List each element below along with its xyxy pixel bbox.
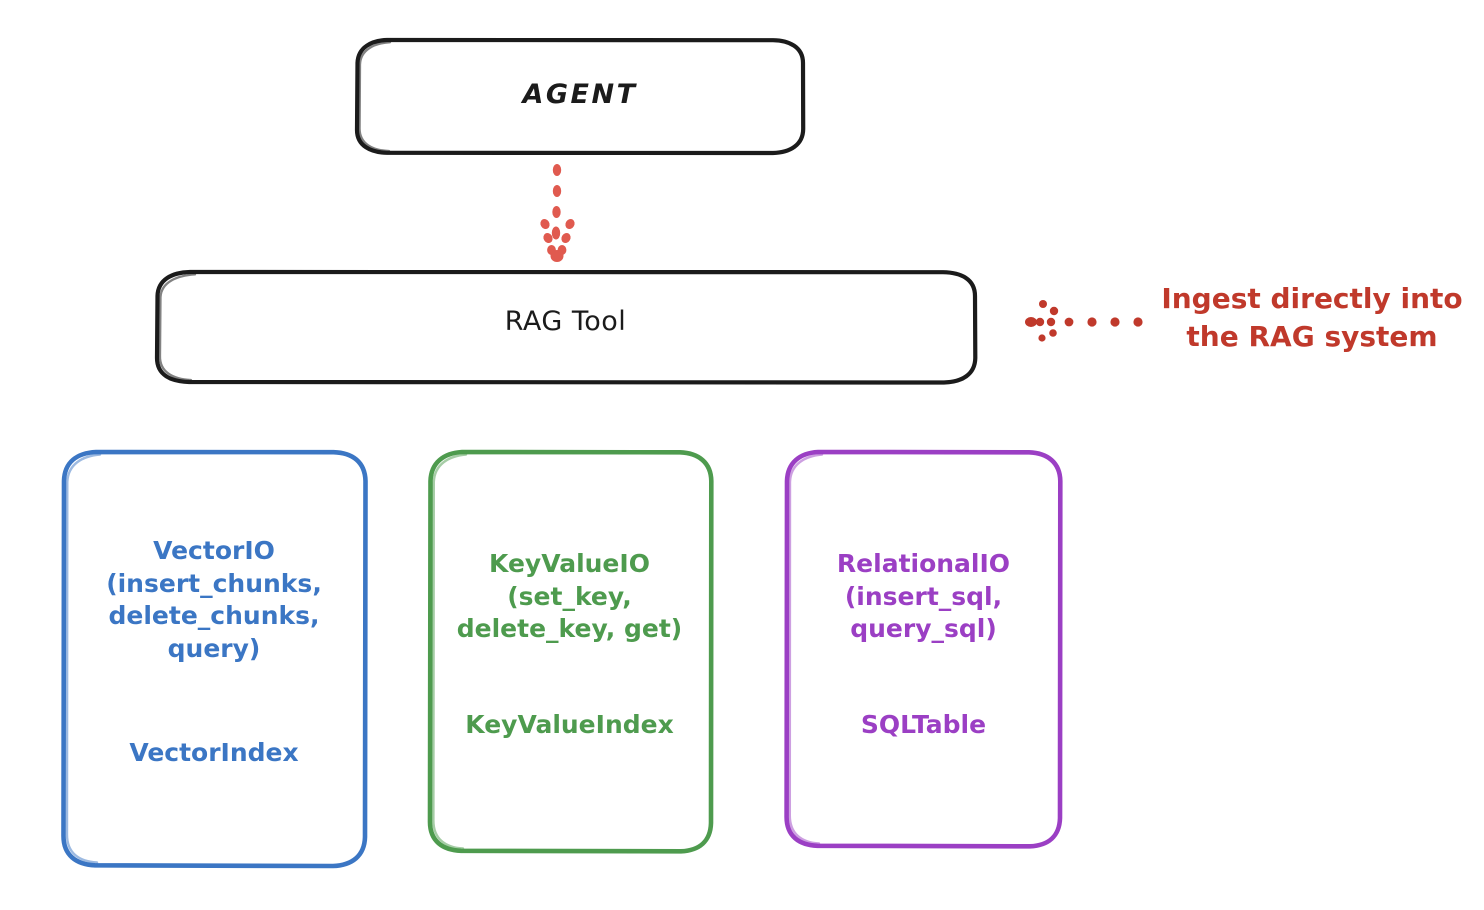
agent-box-sketch-overstroke bbox=[358, 41, 392, 153]
agent-box-outline bbox=[354, 37, 806, 156]
relational-io-box-sketch-overstroke bbox=[788, 453, 824, 845]
node-rag-tool[interactable] bbox=[154, 269, 978, 385]
node-vector-io[interactable] bbox=[61, 449, 368, 869]
rag-tool-box-sketch-overstroke bbox=[158, 273, 197, 382]
key-value-io-box-sketch-overstroke bbox=[432, 453, 468, 850]
relational-io-box-outline bbox=[784, 449, 1063, 849]
vector-io-box-outline bbox=[61, 449, 368, 869]
node-key-value-io[interactable] bbox=[427, 449, 714, 854]
key-value-io-box-outline bbox=[427, 449, 714, 854]
rag-tool-box-outline bbox=[154, 269, 978, 385]
vector-io-box-sketch-overstroke bbox=[65, 453, 102, 864]
node-agent[interactable] bbox=[354, 37, 806, 156]
node-relational-io[interactable] bbox=[784, 449, 1063, 849]
edge-agent-to-rag-tool bbox=[540, 164, 575, 262]
edge-ingest-arrow bbox=[1025, 300, 1143, 342]
